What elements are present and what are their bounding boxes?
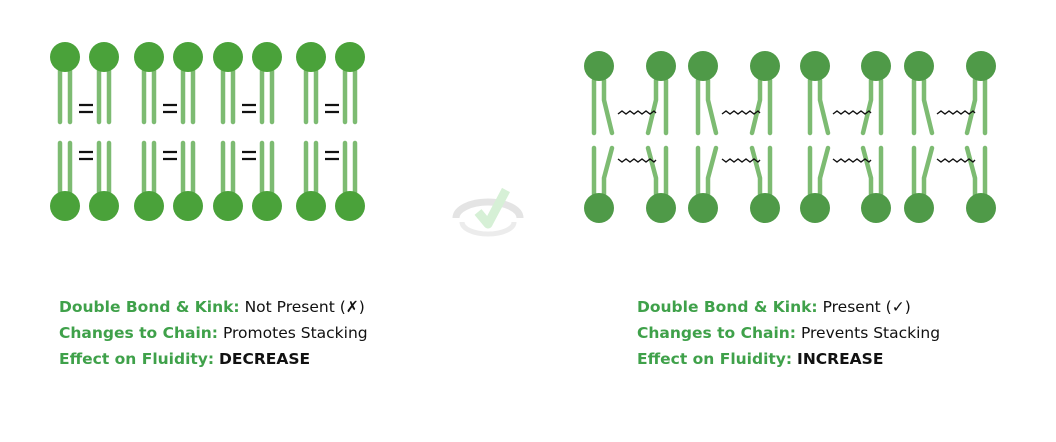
chain-change-value: Prevents Stacking [800, 324, 941, 342]
chain-change-label: Changes to Chain: [59, 324, 219, 342]
double-bond-label: Double Bond & Kink: [637, 298, 818, 316]
wavy-bond-symbols [617, 110, 976, 163]
chain-change-row: Changes to Chain: Promotes Stacking [59, 320, 368, 346]
fluidity-value: INCREASE [797, 350, 884, 368]
saturated-info-block: Double Bond & Kink: Not Present (✗) Chan… [59, 294, 368, 372]
fluidity-row: Effect on Fluidity: DECREASE [59, 346, 368, 372]
fluidity-label: Effect on Fluidity: [59, 350, 215, 368]
chain-change-row: Changes to Chain: Prevents Stacking [637, 320, 940, 346]
double-bond-row: Double Bond & Kink: Present (✓) [637, 294, 940, 320]
fluidity-value: DECREASE [219, 350, 311, 368]
saturated-lipids [57, 67, 358, 199]
checkmark-logo-icon [452, 187, 524, 237]
double-bond-value: Not Present (✗) [244, 298, 365, 316]
single-bond-symbols [79, 103, 339, 161]
saturated-heads [50, 42, 365, 221]
fluidity-label: Effect on Fluidity: [637, 350, 793, 368]
double-bond-label: Double Bond & Kink: [59, 298, 240, 316]
unsaturated-lipids [591, 77, 988, 200]
unsaturated-heads [584, 51, 996, 223]
unsaturated-info-block: Double Bond & Kink: Present (✓) Changes … [637, 294, 940, 372]
fluidity-row: Effect on Fluidity: INCREASE [637, 346, 940, 372]
chain-change-value: Promotes Stacking [222, 324, 368, 342]
chain-change-label: Changes to Chain: [637, 324, 797, 342]
double-bond-value: Present (✓) [822, 298, 911, 316]
double-bond-row: Double Bond & Kink: Not Present (✗) [59, 294, 368, 320]
